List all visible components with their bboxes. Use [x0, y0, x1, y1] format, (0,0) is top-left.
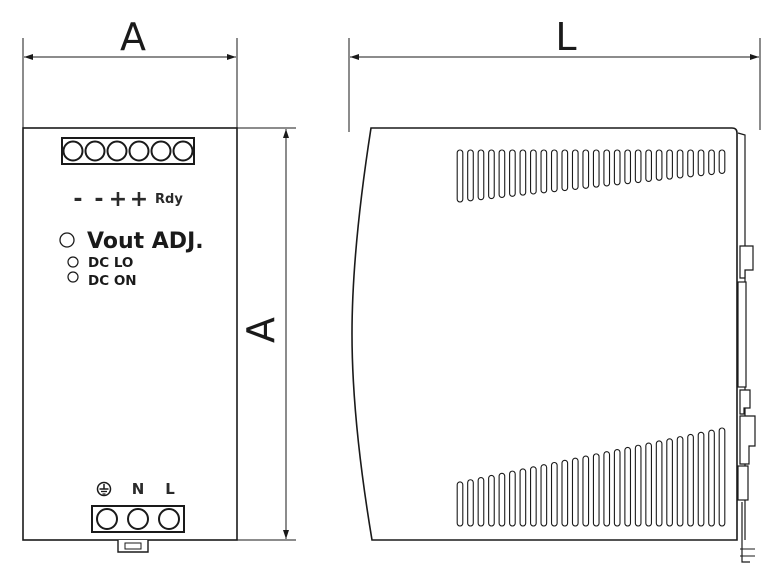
- vent-slot: [718, 427, 726, 527]
- terminal-screw-icon: [158, 508, 180, 530]
- terminal-screw-icon: [128, 140, 150, 162]
- vent-slot: [687, 149, 694, 178]
- vent-slot: [498, 149, 506, 198]
- vent-slot: [697, 431, 705, 527]
- vent-slot: [571, 149, 579, 190]
- vent-slot: [456, 149, 464, 203]
- vent-slot: [592, 149, 600, 188]
- front-view: A - - + + Rdy Vout ADJ. DC LO: [22, 15, 296, 553]
- ac-terminal-block: [91, 505, 185, 533]
- vent-slot: [592, 453, 600, 527]
- height-dimension: A: [237, 127, 296, 541]
- vout-adjust-potentiometer-icon: [59, 232, 75, 248]
- vent-slot: [697, 149, 705, 177]
- vent-slot: [550, 149, 558, 193]
- dc-lo-label: DC LO: [88, 255, 133, 271]
- din-rail-mount: [737, 245, 756, 563]
- vent-slot: [530, 466, 537, 527]
- vent-slot: [519, 468, 527, 527]
- vent-slot: [624, 149, 632, 185]
- vent-slot: [676, 149, 684, 179]
- side-view: L: [348, 15, 761, 563]
- vent-slot: [666, 438, 673, 527]
- vent-slot: [509, 470, 516, 527]
- vent-slot: [634, 149, 642, 184]
- ac-terminal-labels: N L: [96, 480, 175, 498]
- vent-slot: [550, 461, 558, 527]
- vent-slot: [467, 479, 474, 527]
- vent-slot: [467, 149, 474, 202]
- vent-slot: [634, 444, 642, 527]
- vent-slot: [540, 149, 548, 194]
- terminal-screw-icon: [96, 508, 118, 530]
- dc-on-indicator: DC ON: [67, 271, 137, 289]
- vent-slot: [488, 149, 495, 200]
- dc-lo-indicator: DC LO: [67, 255, 133, 271]
- vent-slot: [477, 477, 485, 527]
- vent-slot: [498, 472, 506, 527]
- vent-slot: [477, 149, 485, 201]
- vent-slot: [488, 474, 495, 527]
- vent-slot: [624, 446, 632, 527]
- vent-slot: [582, 149, 590, 189]
- dc-on-led-icon: [67, 271, 79, 283]
- vout-adjust: Vout ADJ.: [59, 229, 204, 254]
- vent-slot: [718, 149, 726, 174]
- vent-slot: [561, 459, 569, 527]
- vent-slot: [603, 149, 611, 187]
- ac-n-label: N: [132, 480, 145, 498]
- vent-slot: [530, 149, 537, 195]
- vent-slot: [708, 429, 715, 527]
- terminal-screw-icon: [62, 140, 84, 162]
- vent-slot: [655, 440, 663, 527]
- dc-terminal-label: +: [130, 187, 148, 212]
- vent-slot: [561, 149, 569, 192]
- vent-slot: [655, 149, 663, 181]
- vent-slot: [582, 455, 590, 527]
- dc-terminal-label: -: [94, 187, 103, 212]
- vent-slot: [571, 457, 579, 527]
- dc-terminal-block: [61, 137, 195, 165]
- bottom-ventilation-slots: [456, 427, 726, 527]
- dc-on-label: DC ON: [88, 273, 137, 289]
- width-dimension: A: [22, 15, 238, 130]
- vent-slot: [708, 149, 715, 176]
- vent-slot: [687, 433, 694, 527]
- length-dimension: L: [348, 15, 761, 132]
- vent-slot: [519, 149, 527, 196]
- terminal-screw-icon: [150, 140, 172, 162]
- vent-slot: [540, 464, 548, 527]
- dc-lo-led-icon: [67, 256, 79, 268]
- dc-terminal-label: -: [73, 187, 82, 212]
- earth-ground-icon: [96, 481, 112, 497]
- length-label: L: [555, 15, 576, 59]
- vent-slot: [676, 436, 684, 527]
- vent-slot: [456, 481, 464, 527]
- vent-slot: [645, 149, 652, 182]
- height-label: A: [239, 317, 283, 343]
- front-housing: [22, 127, 238, 541]
- vent-slot: [603, 451, 611, 527]
- vent-slot: [645, 442, 652, 527]
- top-ventilation-slots: [456, 149, 726, 203]
- side-housing: [351, 127, 738, 541]
- vent-slot: [613, 149, 621, 186]
- terminal-screw-icon: [172, 140, 194, 162]
- vent-slot: [509, 149, 516, 197]
- terminal-screw-icon: [127, 508, 149, 530]
- terminal-screw-icon: [106, 140, 128, 162]
- width-label: A: [120, 15, 146, 59]
- din-rail-clip: [117, 540, 149, 553]
- vout-adj-label: Vout ADJ.: [87, 229, 204, 254]
- dc-terminal-label: +: [109, 187, 127, 212]
- vent-slot: [666, 149, 673, 180]
- terminal-screw-icon: [84, 140, 106, 162]
- rdy-label: Rdy: [155, 192, 183, 207]
- vent-slot: [613, 449, 621, 527]
- dc-polarity-labels: - - + + Rdy: [73, 187, 183, 212]
- ac-l-label: L: [165, 480, 175, 498]
